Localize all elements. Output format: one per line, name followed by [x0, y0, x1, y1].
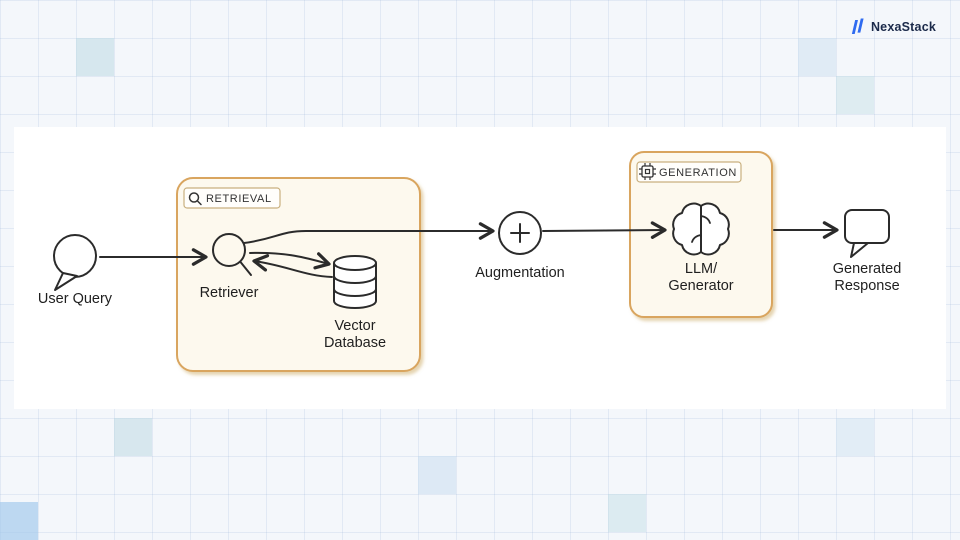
brand-logo: NexaStack — [850, 18, 936, 35]
retriever-label: Retriever — [200, 285, 259, 301]
bg-accent-square — [798, 38, 836, 76]
chip-icon — [639, 163, 656, 180]
arrow-vector-db-to-retriever — [252, 254, 333, 278]
user-query-label: User Query — [38, 291, 113, 307]
plus-circle-icon — [498, 211, 542, 255]
augmentation-node: Augmentation — [475, 211, 565, 281]
generated-response-node: Generated Response — [833, 209, 902, 294]
diagram-background-band — [14, 127, 946, 409]
llm-label-line2: Generator — [668, 278, 733, 294]
chat-bubble-icon — [844, 209, 890, 258]
bg-accent-square — [114, 418, 152, 456]
bg-accent-square — [836, 418, 874, 456]
search-icon — [188, 192, 202, 206]
database-icon — [333, 255, 377, 309]
user-query-node: User Query — [38, 234, 113, 307]
retrieval-group-rect — [176, 177, 421, 372]
brand-name: NexaStack — [870, 19, 936, 34]
bg-accent-square — [76, 38, 114, 76]
vector-db-label-line1: Vector — [334, 318, 375, 334]
retrieval-badge: RETRIEVAL — [183, 187, 281, 209]
vector-db-label-line2: Database — [324, 335, 386, 351]
arrow-augmentation-to-llm — [542, 221, 667, 239]
arrow-retriever-to-vector-db — [249, 251, 331, 270]
response-label-line2: Response — [834, 278, 899, 294]
magnifier-icon — [212, 233, 252, 276]
brain-icon — [672, 202, 730, 256]
bg-accent-square — [836, 76, 874, 114]
llm-generator-node: LLM/ Generator — [668, 202, 734, 294]
llm-label-line1: LLM/ — [685, 261, 718, 277]
retrieval-group-box: RETRIEVAL — [176, 177, 421, 372]
bg-accent-square — [418, 456, 456, 494]
bg-accent-square — [608, 494, 646, 532]
arrow-retriever-to-augmentation — [243, 222, 495, 244]
retriever-node: Retriever — [200, 233, 259, 301]
generation-badge: GENERATION — [636, 161, 742, 183]
retrieval-badge-label: RETRIEVAL — [206, 193, 272, 205]
generation-badge-label: GENERATION — [659, 167, 737, 179]
augmentation-label: Augmentation — [475, 265, 564, 281]
nexastack-logo-icon — [851, 18, 864, 34]
speech-bubble-icon — [53, 234, 97, 291]
bg-accent-square — [0, 502, 38, 540]
response-label-line1: Generated — [833, 261, 902, 277]
vector-database-node: Vector Database — [324, 255, 386, 351]
